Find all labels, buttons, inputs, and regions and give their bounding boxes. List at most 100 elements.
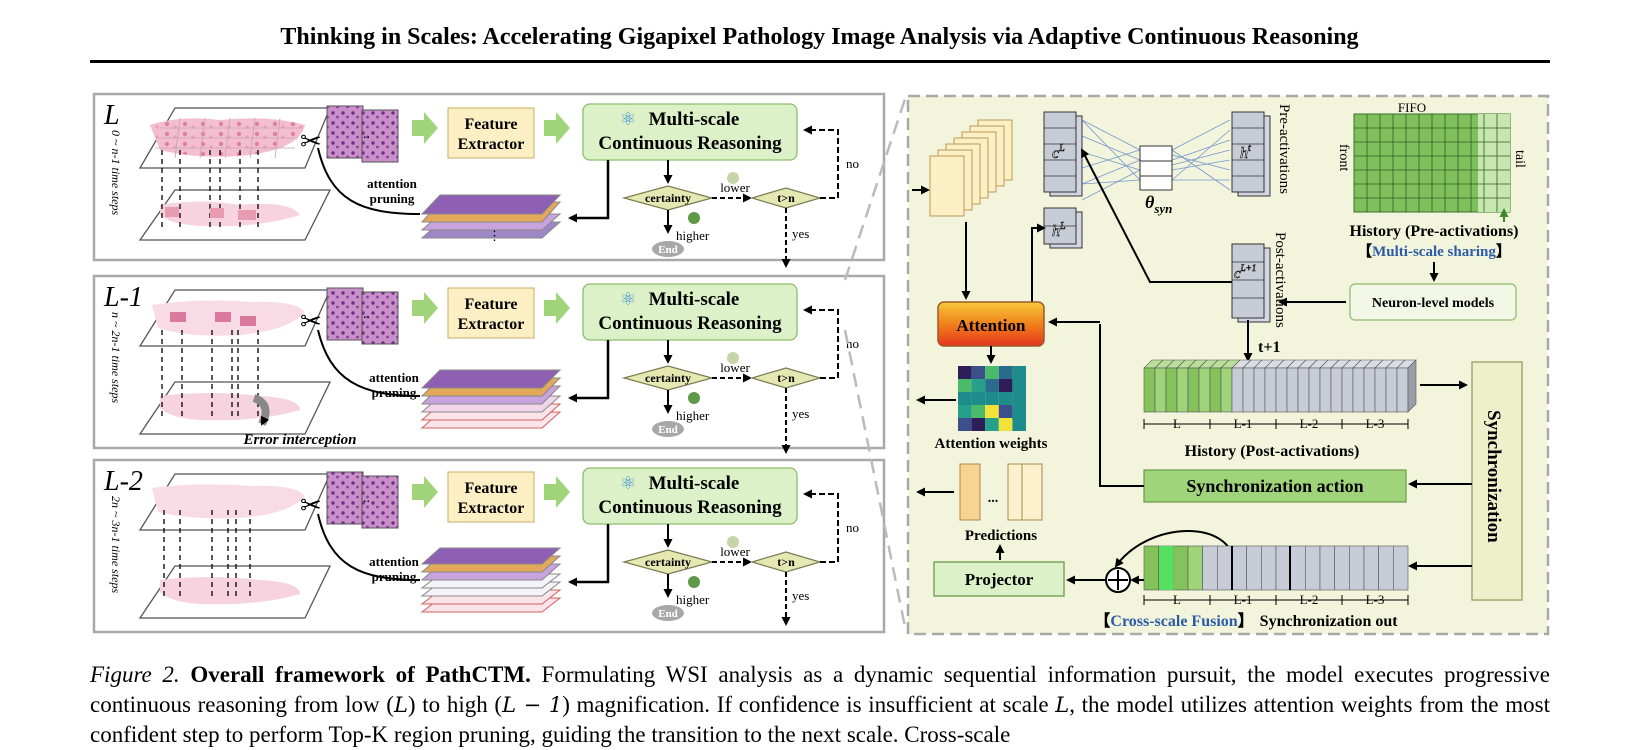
heatmap-cell [985, 366, 999, 379]
higher-label: higher [676, 592, 710, 607]
feature-extractor-box [447, 107, 535, 159]
scissors-icon: ✂ [300, 307, 322, 336]
lower-pie-icon [727, 352, 739, 364]
certainty-label: certainty [645, 371, 691, 385]
attention-map-stack [420, 547, 562, 613]
heatmap-cell [958, 418, 972, 431]
synapse-block [1139, 145, 1173, 191]
mcr-line1: Multi-scale [649, 289, 740, 310]
mcr-line1: Multi-scale [649, 109, 740, 130]
certainty-label: certainty [645, 191, 691, 205]
time-steps-label: 0 ~ n-1 time steps [109, 130, 123, 215]
caption-text: ) magnification. If confidence is insuff… [562, 692, 1056, 717]
mcr-box [582, 283, 798, 341]
attention-label: Attention [957, 316, 1026, 335]
caption-var: L [1055, 693, 1070, 717]
grid-top [155, 117, 300, 159]
row-L: L 0 ~ n-1 time steps ✂ .. [103, 100, 859, 268]
error-interception-label: Error interception [243, 432, 357, 448]
roi [170, 312, 186, 322]
ht-neuron-stack [1231, 111, 1271, 197]
mcr-line2: Continuous Reasoning [598, 313, 782, 334]
zoom-guide [843, 95, 908, 281]
bar-cell [1330, 367, 1343, 413]
lower-pie-icon [727, 172, 739, 184]
segment-label: L [1173, 592, 1181, 607]
caption-heading: Overall framework of PathCTM. [190, 662, 531, 687]
end-badge [652, 241, 684, 257]
fifo-tail-fade [1478, 114, 1510, 212]
atom-icon: ⚛ [620, 109, 636, 129]
synchronization-box [1471, 361, 1523, 601]
bar-cell-highlight [1159, 546, 1174, 590]
feature-extractor-line2: Extractor [458, 136, 525, 153]
page-title: Thinking in Scales: Accelerating Gigapix… [280, 24, 1359, 50]
bar-cell [1220, 367, 1233, 413]
arrow [1031, 223, 1046, 304]
heatmap-cell [985, 405, 999, 418]
cl-neuron-stack [1043, 111, 1083, 197]
roi [215, 312, 231, 322]
bar-cell [1231, 545, 1247, 591]
sync-out-caption: 【Cross-scale Fusion】Synchronization out [1094, 612, 1398, 630]
interception-arrow [252, 394, 270, 426]
zoom-guide [843, 329, 908, 633]
caption-text: ) to high ( [407, 692, 503, 717]
heatmap-cell [971, 405, 986, 418]
pre-activations-label: Pre-activations [1276, 104, 1292, 194]
roi [240, 316, 256, 326]
dashed-projections [163, 510, 251, 598]
tissue-bottom [160, 577, 300, 605]
bar-cell [1385, 367, 1398, 413]
prediction-ellipsis: ... [988, 491, 999, 506]
fifo-gridlines [1354, 114, 1510, 212]
scale-label-L: L [103, 100, 120, 131]
bar-cell [1352, 367, 1365, 413]
bar-cell [1173, 545, 1189, 591]
history-pre-label: History (Pre-activations) [1350, 223, 1519, 240]
heatmap-cell [998, 405, 1013, 418]
higher-label: higher [676, 228, 710, 243]
patch [361, 291, 399, 345]
neuron-models-box [1349, 283, 1517, 321]
roi [165, 207, 179, 217]
bar-cell [1143, 367, 1156, 413]
attention-map-stack [420, 194, 562, 239]
feature-extractor-line1: Feature [464, 296, 517, 313]
loop-arrow [803, 489, 839, 563]
feedback-arrow [1081, 148, 1232, 283]
bar-cell [1209, 367, 1222, 413]
higher-pie-icon [688, 212, 700, 224]
segment-label: L [1173, 416, 1181, 431]
sync-action-label: Synchronization action [1186, 476, 1363, 496]
no-label: no [846, 156, 859, 171]
prediction-bar [959, 463, 981, 521]
heatmap-cell [971, 418, 986, 431]
pruning-label2: pruning [372, 569, 417, 584]
bar-cell [1202, 545, 1218, 591]
bar-side [1407, 359, 1417, 413]
bar-cell [1374, 367, 1387, 413]
heatmap-cell [1012, 418, 1026, 431]
feature-extractor-line1: Feature [464, 116, 517, 133]
neuron-models-label: Neuron-level models [1372, 296, 1495, 311]
attention-map-stack [420, 369, 562, 429]
left-panel: L 0 ~ n-1 time steps ✂ .. [92, 92, 886, 634]
bar-cell [1393, 545, 1409, 591]
end-badge [652, 605, 684, 621]
pruning-curve [317, 513, 421, 581]
sync-action-box [1143, 469, 1407, 503]
bar-cell [1275, 545, 1291, 591]
heatmap-cell [998, 379, 1013, 392]
scissors-icon: ✂ [300, 491, 322, 520]
segment-label: L-3 [1366, 416, 1385, 431]
no-label: no [846, 520, 859, 535]
pruning-curve [317, 147, 421, 215]
bar-cell [1246, 545, 1262, 591]
bar-cell [1363, 367, 1376, 413]
pruning-label1: attention [369, 554, 420, 569]
bar-cell [1264, 367, 1277, 413]
bar-cell [1187, 367, 1200, 413]
hl-neuron-stack [1043, 207, 1083, 249]
